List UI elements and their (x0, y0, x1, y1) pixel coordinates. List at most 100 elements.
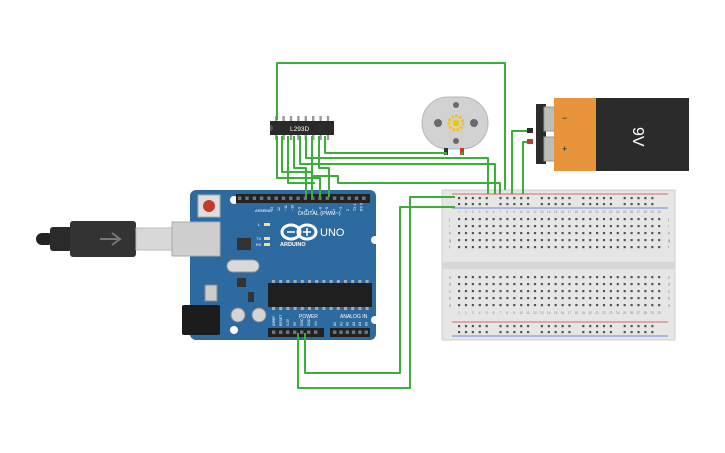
terminal-hole[interactable] (506, 225, 509, 228)
terminal-hole[interactable] (658, 283, 661, 286)
terminal-hole[interactable] (520, 304, 523, 307)
terminal-hole[interactable] (651, 225, 654, 228)
header-pin-hole[interactable] (259, 196, 264, 200)
rail-hole[interactable] (589, 197, 592, 200)
terminal-hole[interactable] (616, 225, 619, 228)
terminal-hole[interactable] (651, 232, 654, 235)
terminal-hole[interactable] (458, 218, 461, 221)
rail-hole[interactable] (547, 203, 550, 206)
terminal-hole[interactable] (485, 225, 488, 228)
terminal-hole[interactable] (458, 276, 461, 279)
wire[interactable] (305, 136, 489, 194)
terminal-hole[interactable] (630, 232, 633, 235)
rail-hole[interactable] (630, 203, 633, 206)
analog-pin-hole[interactable] (351, 330, 356, 334)
terminal-hole[interactable] (554, 218, 557, 221)
rail-hole[interactable] (458, 197, 461, 200)
terminal-hole[interactable] (651, 246, 654, 249)
terminal-hole[interactable] (616, 297, 619, 300)
terminal-hole[interactable] (533, 304, 537, 307)
terminal-hole[interactable] (547, 239, 550, 242)
rail-hole[interactable] (554, 203, 557, 206)
rail-hole[interactable] (651, 203, 654, 206)
terminal-hole[interactable] (616, 290, 619, 293)
terminal-hole[interactable] (602, 276, 606, 279)
terminal-hole[interactable] (527, 297, 530, 300)
rail-hole[interactable] (637, 203, 640, 206)
rail-hole[interactable] (561, 325, 564, 328)
terminal-hole[interactable] (506, 239, 509, 242)
terminal-hole[interactable] (513, 297, 516, 300)
wire[interactable] (318, 136, 330, 197)
header-pin-hole[interactable] (340, 196, 344, 200)
terminal-hole[interactable] (554, 297, 557, 300)
terminal-hole[interactable] (623, 283, 626, 286)
terminal-hole[interactable] (492, 283, 495, 286)
terminal-hole[interactable] (458, 297, 461, 300)
header-pin-hole[interactable] (362, 196, 366, 200)
rail-hole[interactable] (478, 203, 481, 206)
terminal-hole[interactable] (596, 276, 599, 279)
rail-hole[interactable] (520, 325, 523, 328)
power-pin-hole[interactable] (293, 330, 297, 334)
battery-9v[interactable]: − + 9V (536, 98, 689, 171)
rail-hole[interactable] (554, 197, 557, 200)
rail-hole[interactable] (499, 331, 502, 334)
terminal-hole[interactable] (554, 239, 557, 242)
rail-hole[interactable] (589, 331, 592, 334)
terminal-hole[interactable] (658, 297, 661, 300)
terminal-hole[interactable] (658, 290, 661, 293)
terminal-hole[interactable] (506, 276, 509, 279)
terminal-hole[interactable] (630, 290, 633, 293)
terminal-hole[interactable] (527, 290, 530, 293)
terminal-hole[interactable] (499, 276, 502, 279)
terminal-hole[interactable] (520, 297, 523, 300)
terminal-hole[interactable] (464, 225, 468, 228)
terminal-hole[interactable] (464, 276, 468, 279)
terminal-hole[interactable] (520, 225, 523, 228)
rail-hole[interactable] (485, 331, 488, 334)
rail-hole[interactable] (478, 331, 481, 334)
terminal-hole[interactable] (644, 283, 647, 286)
terminal-hole[interactable] (458, 239, 461, 242)
header-pin-hole[interactable] (267, 196, 271, 200)
terminal-hole[interactable] (651, 239, 654, 242)
terminal-hole[interactable] (568, 225, 571, 228)
terminal-hole[interactable] (616, 283, 619, 286)
terminal-hole[interactable] (623, 225, 626, 228)
terminal-hole[interactable] (485, 218, 488, 221)
terminal-hole[interactable] (568, 246, 571, 249)
rail-hole[interactable] (609, 203, 612, 206)
terminal-hole[interactable] (540, 232, 543, 235)
l293d-chip[interactable]: L293D (270, 116, 334, 140)
terminal-hole[interactable] (582, 225, 585, 228)
terminal-hole[interactable] (540, 297, 543, 300)
rail-hole[interactable] (596, 325, 599, 328)
rail-hole[interactable] (520, 197, 523, 200)
rail-hole[interactable] (644, 197, 647, 200)
rail-hole[interactable] (602, 197, 606, 200)
header-pin-hole[interactable] (311, 196, 315, 200)
terminal-hole[interactable] (589, 276, 592, 279)
rail-hole[interactable] (464, 331, 468, 334)
terminal-hole[interactable] (589, 297, 592, 300)
terminal-hole[interactable] (623, 232, 626, 235)
terminal-hole[interactable] (630, 225, 633, 228)
terminal-hole[interactable] (554, 246, 557, 249)
terminal-hole[interactable] (458, 304, 461, 307)
terminal-hole[interactable] (520, 246, 523, 249)
header-pin-hole[interactable] (347, 196, 351, 200)
rail-hole[interactable] (540, 325, 543, 328)
terminal-hole[interactable] (499, 297, 502, 300)
terminal-hole[interactable] (602, 232, 606, 235)
header-pin-hole[interactable] (354, 196, 359, 200)
terminal-hole[interactable] (499, 232, 502, 235)
rail-hole[interactable] (485, 203, 488, 206)
terminal-hole[interactable] (478, 283, 481, 286)
terminal-hole[interactable] (575, 225, 578, 228)
terminal-hole[interactable] (533, 225, 537, 228)
terminal-hole[interactable] (644, 218, 647, 221)
terminal-hole[interactable] (492, 297, 495, 300)
analog-pin-hole[interactable] (345, 330, 349, 334)
terminal-hole[interactable] (464, 283, 468, 286)
